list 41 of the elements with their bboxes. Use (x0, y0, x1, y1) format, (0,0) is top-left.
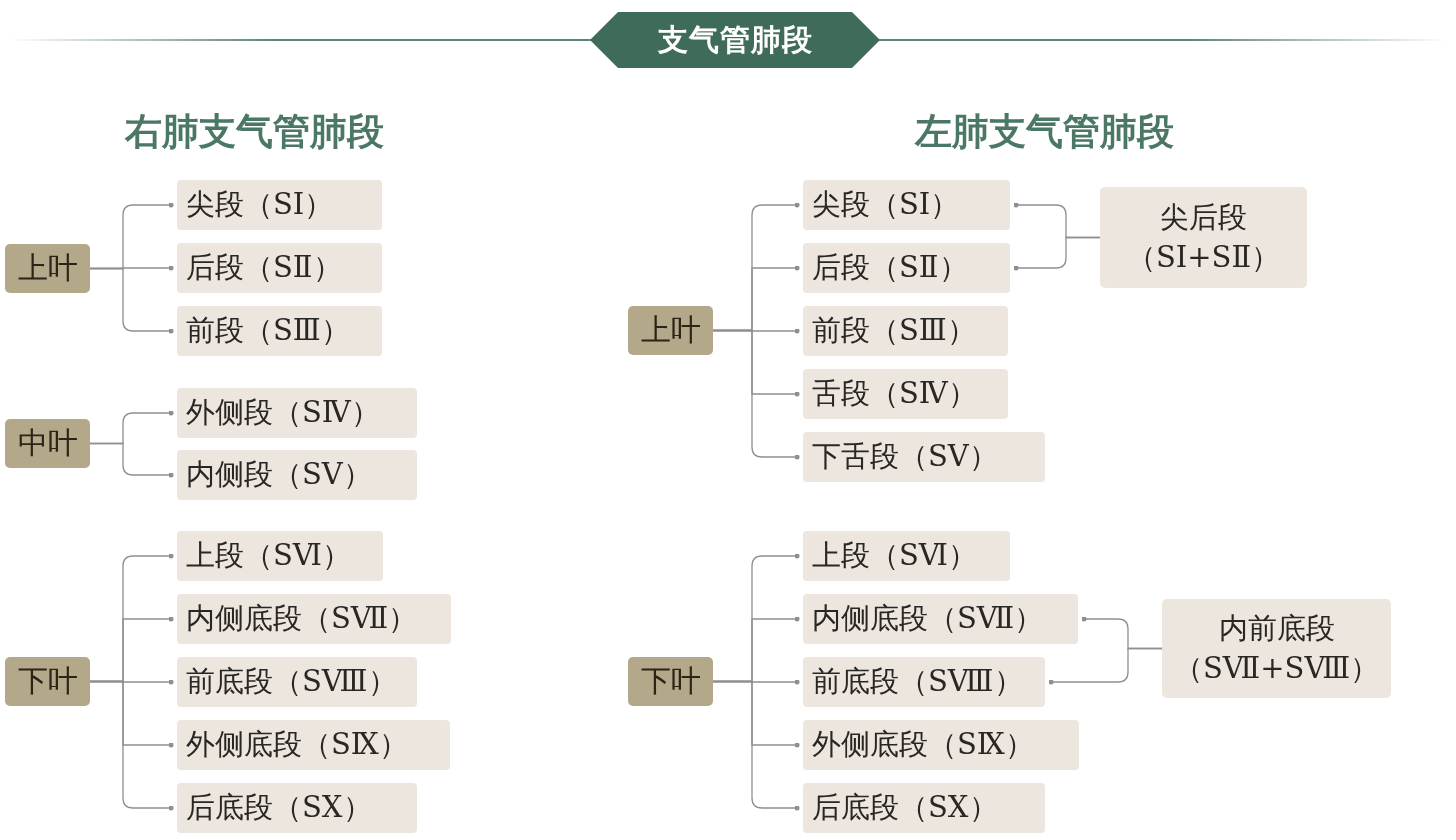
bracket-connector (712, 680, 800, 811)
combined-segment-card (1162, 599, 1392, 698)
bracket-connector (89, 680, 174, 811)
section-heading: 右肺支气管肺段 (125, 110, 384, 153)
segment-label: 下舌段（SⅤ） (803, 432, 1045, 482)
bracket-connector (1013, 236, 1101, 271)
segment-label: 前底段（SⅧ） (803, 657, 1045, 707)
combined-segment-card (1100, 187, 1307, 288)
bracket-connector (89, 442, 174, 478)
segment-label: 后段（SⅡ） (803, 243, 1010, 293)
segment-label: 上段（SⅥ） (177, 531, 383, 581)
segment-label: 前段（SⅢ） (803, 306, 1008, 356)
segment-label: 上段（SⅥ） (803, 531, 1010, 581)
segment-label: 前底段（SⅧ） (177, 657, 417, 707)
segment-label: 外侧底段（SⅨ） (177, 720, 450, 770)
section-heading: 左肺支气管肺段 (915, 110, 1174, 153)
lobe-label: 下叶 (628, 657, 713, 706)
segment-label: 舌段（SⅣ） (803, 369, 1008, 419)
segment-label: 外侧底段（SⅨ） (803, 720, 1079, 770)
combined-segment-name: 尖后段 (1160, 201, 1247, 235)
lobe-label: 上叶 (5, 244, 90, 293)
segment-label: 前段（SⅢ） (177, 306, 382, 356)
segment-label: 内侧段（SⅤ） (177, 450, 417, 500)
segment-label: 尖段（SⅠ） (803, 180, 1010, 230)
combined-segment-code: （SⅦ+SⅧ） (1174, 651, 1380, 685)
segment-label: 后底段（SⅩ） (177, 783, 417, 833)
segment-label: 后底段（SⅩ） (803, 783, 1045, 833)
segment-label: 内侧底段（SⅦ） (177, 594, 451, 644)
bracket-connector (712, 329, 800, 460)
segment-label: 尖段（SⅠ） (177, 180, 382, 230)
lobe-label: 上叶 (628, 306, 713, 355)
bracket-connector (89, 267, 174, 334)
combined-segment-code: （SⅠ+SⅡ） (1126, 240, 1281, 274)
segment-label: 外侧段（SⅣ） (177, 388, 417, 438)
lobe-label: 下叶 (5, 657, 90, 706)
segment-label: 后段（SⅡ） (177, 243, 382, 293)
lobe-label: 中叶 (5, 419, 90, 468)
combined-segment-name: 内前底段 (1218, 612, 1335, 646)
bracket-connector (1048, 647, 1163, 685)
segment-label: 内侧底段（SⅦ） (803, 594, 1078, 644)
title-banner: 支气管肺段 (590, 12, 880, 68)
